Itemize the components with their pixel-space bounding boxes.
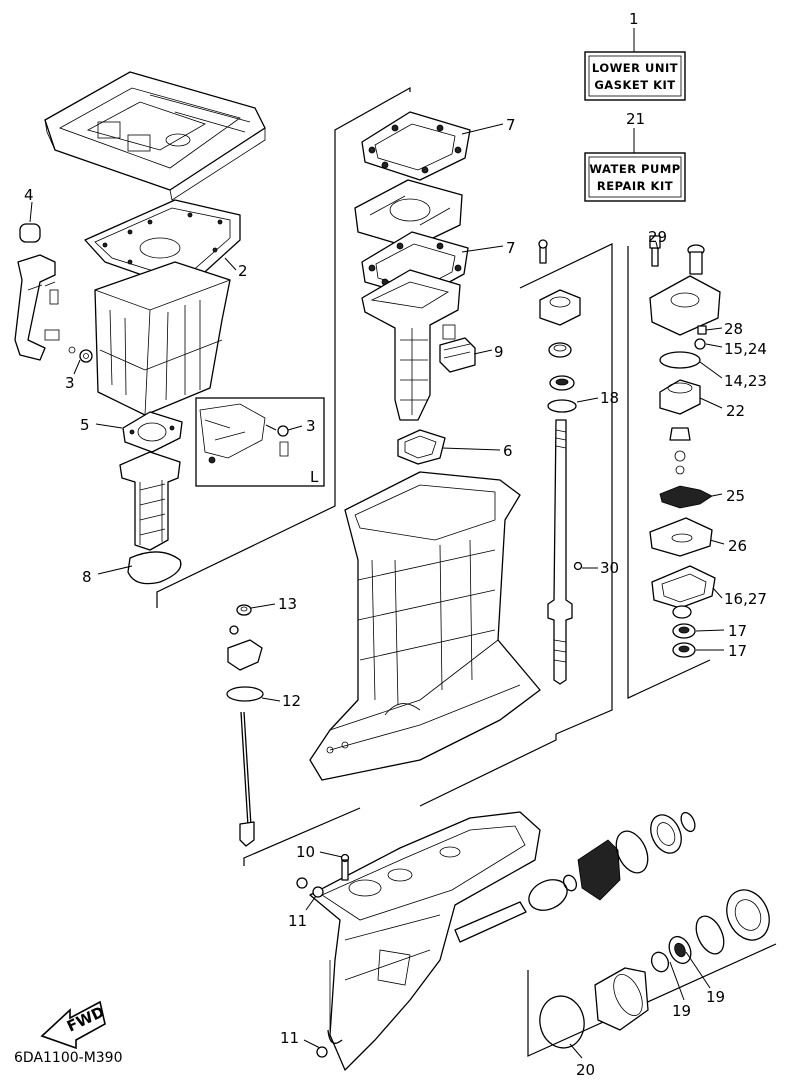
gasket-5 — [122, 411, 183, 453]
callouts: 2 3 4 5 6 7 7 8 9 10 11 11 12 — [24, 116, 767, 1079]
seal-ring-8 — [127, 551, 182, 585]
kit-box-lower-unit-gasket: 1 LOWER UNIT GASKET KIT — [584, 10, 686, 101]
part-label-10: 10 — [296, 843, 315, 861]
part-label-15-24: 15,24 — [724, 340, 767, 358]
detail-inset-L: 3 L — [195, 397, 325, 487]
exhaust-manifold-housing — [94, 261, 231, 416]
gasket-7-upper — [361, 111, 471, 181]
water-pump-group — [649, 235, 721, 658]
part-label-17-b: 17 — [728, 642, 747, 660]
kit-title-line1: LOWER UNIT — [592, 61, 678, 75]
upper-casing-base — [44, 71, 266, 201]
part-label-16-27: 16,27 — [724, 590, 767, 608]
part-label-8: 8 — [82, 568, 92, 586]
part-label-11-upper: 11 — [288, 912, 307, 930]
part-label-30: 30 — [600, 559, 619, 577]
part-label-3: 3 — [65, 374, 75, 392]
part-label-9: 9 — [494, 343, 504, 361]
kit-number-label: 1 — [629, 10, 639, 28]
part-label-25: 25 — [726, 487, 745, 505]
diagram-code: 6DA1100-M390 — [14, 1050, 123, 1066]
plug-bolt-3 — [68, 346, 93, 363]
mount-plate — [354, 179, 463, 249]
water-seal-9 — [439, 324, 476, 373]
kit-title-line2: REPAIR KIT — [597, 179, 673, 193]
upper-casing — [309, 471, 541, 781]
part-label-28: 28 — [724, 320, 743, 338]
group-bracket-lines — [156, 86, 777, 1057]
part-label-12: 12 — [282, 692, 301, 710]
lower-case — [296, 811, 541, 1071]
part-label-29: 29 — [648, 228, 667, 246]
kit-box-water-pump-repair: 21 WATER PUMP REPAIR KIT — [584, 110, 686, 202]
fwd-direction-badge: FWD — [40, 1000, 107, 1050]
part-label-20: 20 — [576, 1061, 595, 1079]
muffler-tube — [119, 451, 181, 551]
part-label-19-b: 19 — [706, 988, 725, 1006]
shift-rod-group — [226, 604, 264, 847]
drive-shaft-group — [538, 239, 583, 685]
part-label-14-23: 14,23 — [724, 372, 767, 390]
part-label-2: 2 — [238, 262, 248, 280]
gear-train — [528, 811, 770, 1049]
part-label-7-upper: 7 — [506, 116, 516, 134]
kit-title-line2: GASKET KIT — [594, 78, 675, 92]
kit-number-label: 21 — [626, 110, 645, 128]
oil-pan-upper-case — [361, 269, 461, 421]
rubber-seal-6 — [397, 429, 446, 465]
inset-part-label-3: 3 — [306, 417, 316, 435]
part-label-11-lower: 11 — [280, 1029, 299, 1047]
inset-tag-L: L — [310, 468, 319, 486]
part-label-7-lower: 7 — [506, 239, 516, 257]
part-label-13: 13 — [278, 595, 297, 613]
part-label-26: 26 — [728, 537, 747, 555]
part-label-6: 6 — [503, 442, 513, 460]
part-label-18: 18 — [600, 389, 619, 407]
part-label-17-a: 17 — [728, 622, 747, 640]
exhaust-guide-pipe — [14, 223, 60, 361]
kit-title-line1: WATER PUMP — [589, 162, 680, 176]
part-label-4: 4 — [24, 186, 34, 204]
part-label-5: 5 — [80, 416, 90, 434]
part-label-22: 22 — [726, 402, 745, 420]
part-label-19-a: 19 — [672, 1002, 691, 1020]
